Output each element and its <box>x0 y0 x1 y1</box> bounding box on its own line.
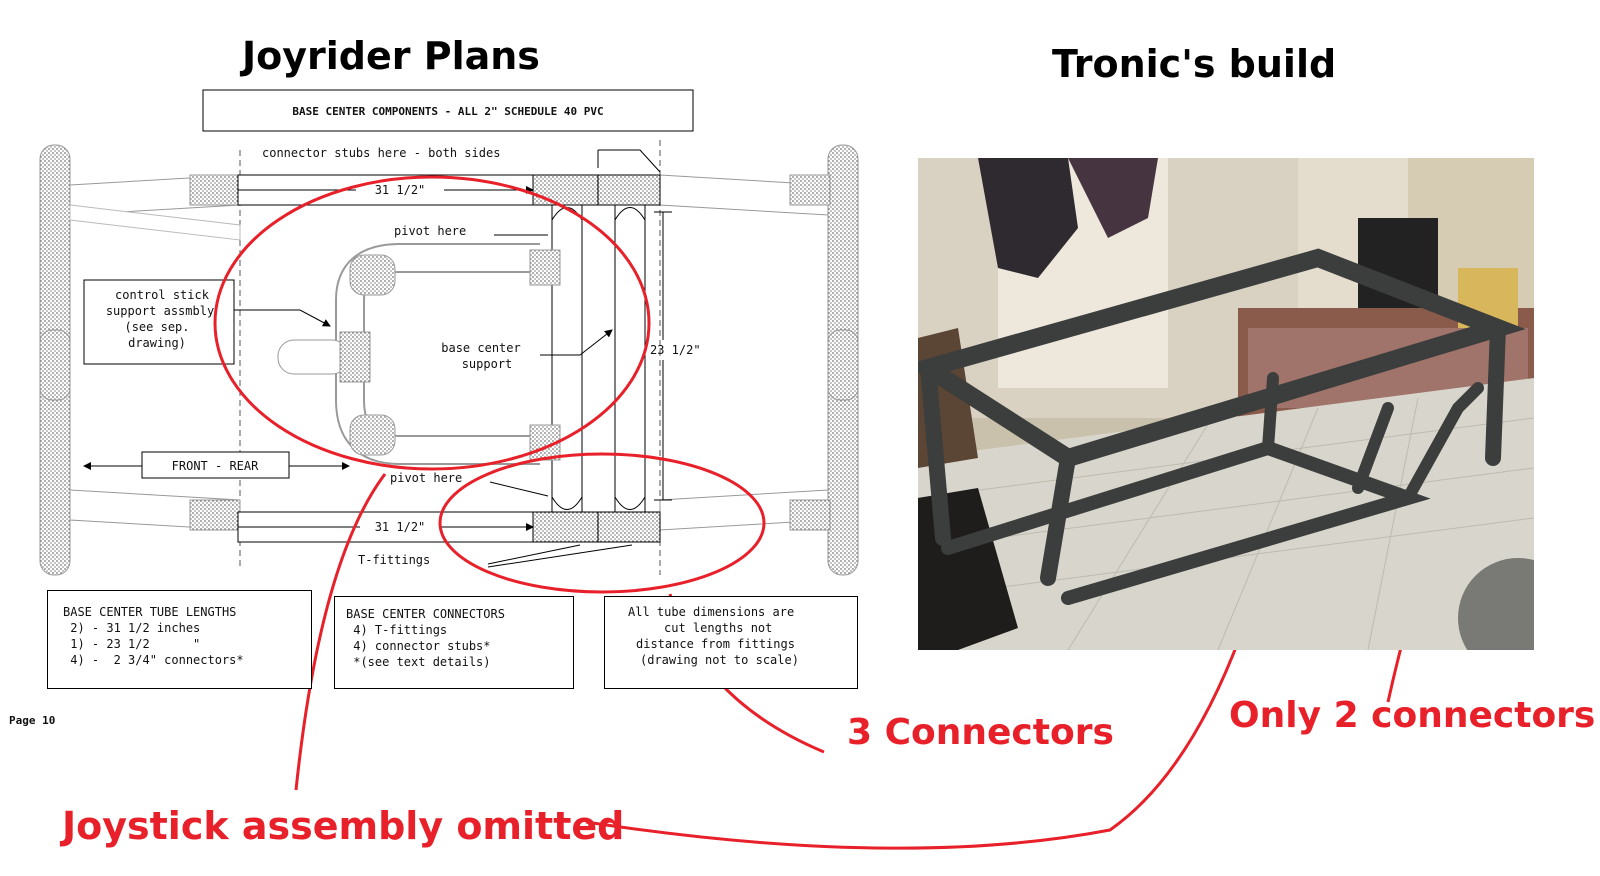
front-rear-box <box>141 451 290 479</box>
note-line1: All tube dimensions are <box>628 605 795 619</box>
callout-joystick-omitted: Joystick assembly omitted <box>62 804 625 848</box>
t-fittings-label: T-fittings <box>358 553 430 567</box>
base-support-line2: support <box>462 357 513 371</box>
callout-two-connectors: Only 2 connectors <box>1229 695 1596 736</box>
tube-lengths-line3: 1) - 23 1/2 " <box>63 637 201 651</box>
control-stick-line1: control stick <box>115 288 210 302</box>
control-stick-line3: (see sep. <box>124 320 189 334</box>
connectors-ellipse <box>438 452 766 594</box>
tube-lengths-line4: 4) - 2 3/4" connectors* <box>63 653 244 667</box>
connectors-line3: 4) connector stubs* <box>346 639 491 653</box>
header-box-text: BASE CENTER COMPONENTS - ALL 2" SCHEDULE… <box>292 105 603 118</box>
connectors-line4: *(see text details) <box>346 655 491 669</box>
front-rear-text: FRONT - REAR <box>172 459 259 473</box>
dim-top: 31 1/2" <box>375 183 426 197</box>
pivot-top-label: pivot here <box>394 224 466 238</box>
control-stick-line2: support assmbly <box>106 304 214 318</box>
callout-three-connectors: 3 Connectors <box>847 712 1114 753</box>
connectors-line1: BASE CENTER CONNECTORS <box>346 607 505 621</box>
note-line4: (drawing not to scale) <box>640 653 799 667</box>
tube-lengths-box <box>47 590 312 689</box>
joystick-ellipse <box>213 175 651 471</box>
dim-bottom: 31 1/2" <box>375 520 426 534</box>
base-support-line1: base center <box>441 341 520 355</box>
dim-vertical: 23 1/2" <box>650 343 701 357</box>
tube-lengths-line2: 2) - 31 1/2 inches <box>63 621 201 635</box>
page-number: Page 10 <box>9 714 55 727</box>
note-box <box>604 596 858 689</box>
control-stick-line4: drawing) <box>128 336 186 350</box>
tube-lengths-line1: BASE CENTER TUBE LENGTHS <box>63 605 237 619</box>
pivot-bottom-label: pivot here <box>390 471 462 485</box>
left-title: Joyrider Plans <box>242 34 540 78</box>
stubs-note: connector stubs here - both sides <box>262 146 500 160</box>
note-line3: distance from fittings <box>636 637 795 651</box>
connectors-box <box>334 596 574 689</box>
header-box <box>202 89 694 132</box>
build-photo <box>918 158 1534 650</box>
connectors-line2: 4) T-fittings <box>346 623 448 637</box>
control-stick-box <box>83 279 235 365</box>
right-title: Tronic's build <box>1052 42 1337 86</box>
note-line2: cut lengths not <box>664 621 773 635</box>
